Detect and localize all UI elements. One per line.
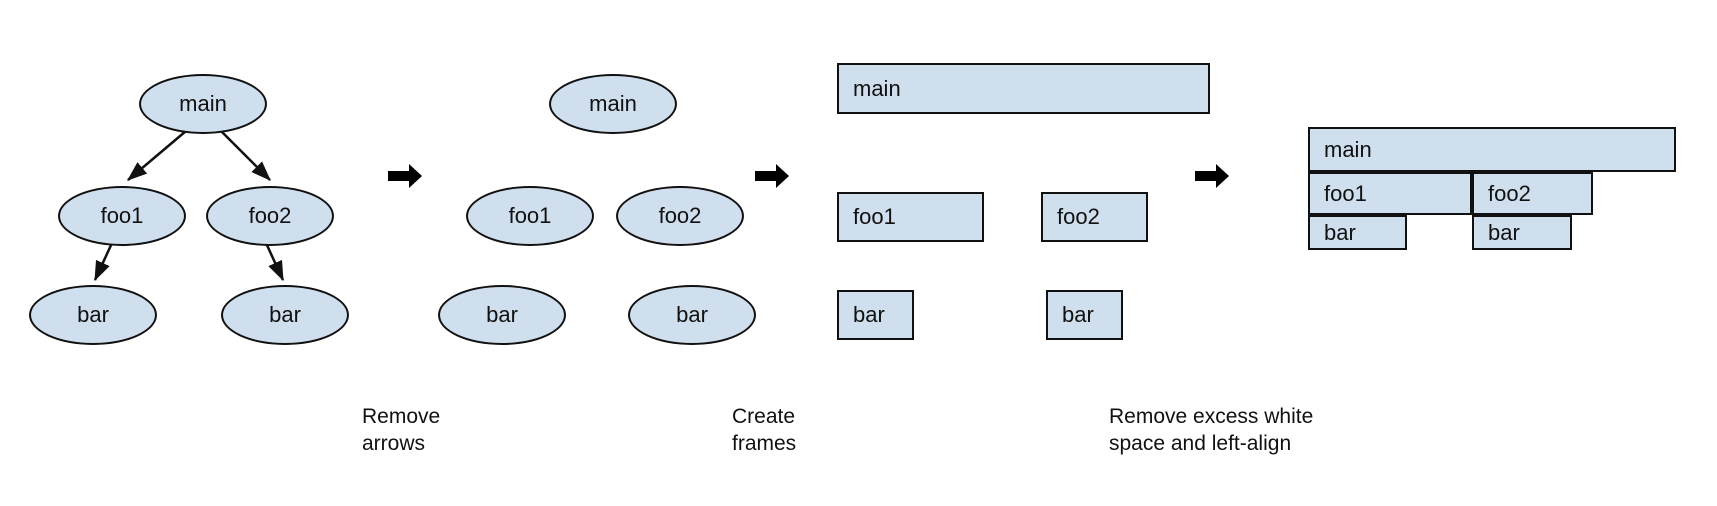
node-foo2-noarrows[interactable]: foo2 [616,186,744,246]
node-bar2-noarrows[interactable]: bar [628,285,756,345]
node-main-tree[interactable]: main [139,74,267,134]
node-bar1-noarrows[interactable]: bar [438,285,566,345]
node-foo2-tree[interactable]: foo2 [206,186,334,246]
frame-bar1-packed[interactable]: bar [1308,215,1407,250]
node-foo1-noarrows[interactable]: foo1 [466,186,594,246]
frame-foo1-unpacked[interactable]: foo1 [837,192,984,242]
edge-main-foo1 [127,130,187,181]
edge-main-foo2 [220,130,271,181]
frame-main-unpacked[interactable]: main [837,63,1210,114]
frame-foo1-packed[interactable]: foo1 [1308,172,1472,215]
caption-create-frames: Create frames [732,405,797,455]
frame-foo2-packed[interactable]: foo2 [1472,172,1593,215]
frame-foo2-unpacked[interactable]: foo2 [1041,192,1148,242]
node-main-noarrows[interactable]: main [549,74,677,134]
frame-bar1-unpacked[interactable]: bar [837,290,914,340]
edge-foo1-bar1 [93,242,114,282]
step-arrow-3-icon [1195,164,1229,188]
frame-bar2-unpacked[interactable]: bar [1046,290,1123,340]
node-foo1-tree[interactable]: foo1 [58,186,186,246]
step-arrow-1-icon [388,164,422,188]
frame-bar2-packed[interactable]: bar [1472,215,1572,250]
step-arrow-2-icon [755,164,789,188]
frame-main-packed[interactable]: main [1308,127,1676,172]
caption-remove-space: Remove excess white space and left-align [1109,405,1314,455]
edge-foo2-bar2 [264,242,285,282]
caption-remove-arrows: Remove arrows [362,405,441,455]
node-bar2-tree[interactable]: bar [221,285,349,345]
node-bar1-tree[interactable]: bar [29,285,157,345]
